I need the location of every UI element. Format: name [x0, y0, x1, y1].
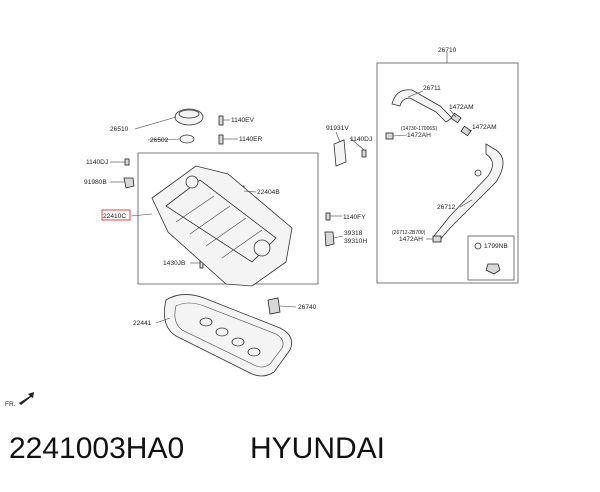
- gasket-plug-hole-3: [231, 337, 245, 347]
- label-22404b: 22404B: [257, 189, 280, 196]
- bolt-1140dj-left: [124, 158, 130, 166]
- label-26712-2b700: (26712-2B700): [392, 230, 426, 236]
- parts-diagram: 26710 26711 1472AM 1472AM (14730-17006S)…: [5, 47, 519, 408]
- hose-clamp-1472am-b: [460, 125, 472, 137]
- clip-inset-frame: [467, 235, 515, 281]
- label-22410c: 22410C: [103, 213, 126, 220]
- oil-filler-cap-top: [178, 109, 200, 119]
- hose-clamp-1472ah-b: [432, 235, 442, 243]
- hose-fitting-ring: [474, 169, 482, 177]
- label-1140dj-left: 1140DJ: [86, 159, 108, 166]
- label-1472am-a: 1472AM: [449, 104, 474, 111]
- label-1472am-b: 1472AM: [472, 124, 497, 131]
- bolt-1140er: [218, 134, 224, 145]
- label-14730-17006s: (14730-17006S): [401, 126, 437, 132]
- label-22441: 22441: [133, 320, 152, 327]
- label-26712: 26712: [437, 204, 456, 211]
- brand-name: HYUNDAI: [250, 432, 386, 465]
- clip-1799nb-marker: [474, 242, 482, 250]
- label-91980b: 91980B: [84, 179, 107, 186]
- label-26510: 26510: [110, 126, 129, 133]
- label-1472ah-b: 1472AH: [399, 236, 423, 243]
- breather-hose-lower: [433, 143, 504, 241]
- bolt-1140ev: [218, 115, 224, 126]
- label-26502: 26502: [150, 137, 169, 144]
- clip-1799nb: [485, 263, 501, 275]
- pcv-valve-26740: [267, 297, 281, 315]
- label-1472ah-a: 1472AH: [407, 132, 431, 139]
- bolt-1140dj-right: [361, 149, 367, 158]
- label-1140ev: 1140EV: [231, 117, 255, 124]
- label-1140fy: 1140FY: [343, 214, 366, 221]
- label-39310h: 39310H: [344, 238, 367, 245]
- label-1799nb: 1799NB: [484, 243, 508, 250]
- label-1430jb: 1430JB: [163, 260, 186, 267]
- cover-oil-port: [253, 239, 271, 257]
- cover-top-ridge: [165, 179, 277, 263]
- front-direction-arrow-icon: [19, 392, 34, 405]
- breather-hose-upper: [391, 89, 453, 123]
- cover-assembly-frame: [137, 152, 319, 285]
- label-1140er: 1140ER: [239, 136, 263, 143]
- label-26710: 26710: [438, 47, 457, 54]
- gasket-plug-hole-2: [215, 327, 229, 337]
- label-39318: 39318: [344, 230, 363, 237]
- label-91931v: 91931V: [326, 125, 349, 132]
- cover-gasket: [163, 294, 293, 377]
- label-front-direction: FR.: [5, 401, 16, 408]
- hose-clamp-1472ah-a: [385, 132, 394, 140]
- part-caption: 2241003HA0 HYUNDAI: [0, 428, 600, 478]
- filler-cap-gasket: [179, 134, 195, 144]
- bolt-1140fy: [325, 212, 331, 221]
- bracket-91931v: [333, 139, 347, 167]
- hose-clamp-1472am-a: [450, 112, 462, 124]
- part-number: 2241003HA0: [9, 432, 185, 465]
- grommet-91980b: [123, 177, 135, 189]
- label-26740: 26740: [298, 304, 317, 311]
- label-26711: 26711: [423, 85, 441, 92]
- highlight-22410c: [101, 209, 131, 221]
- cover-cap-seat: [185, 175, 199, 189]
- gasket-plug-hole-4: [247, 347, 261, 357]
- label-1140dj-right: 1140DJ: [350, 136, 372, 143]
- gasket-plug-hole-1: [199, 317, 213, 327]
- sensor-39318: [324, 231, 335, 247]
- hose-assembly-frame: [376, 62, 519, 284]
